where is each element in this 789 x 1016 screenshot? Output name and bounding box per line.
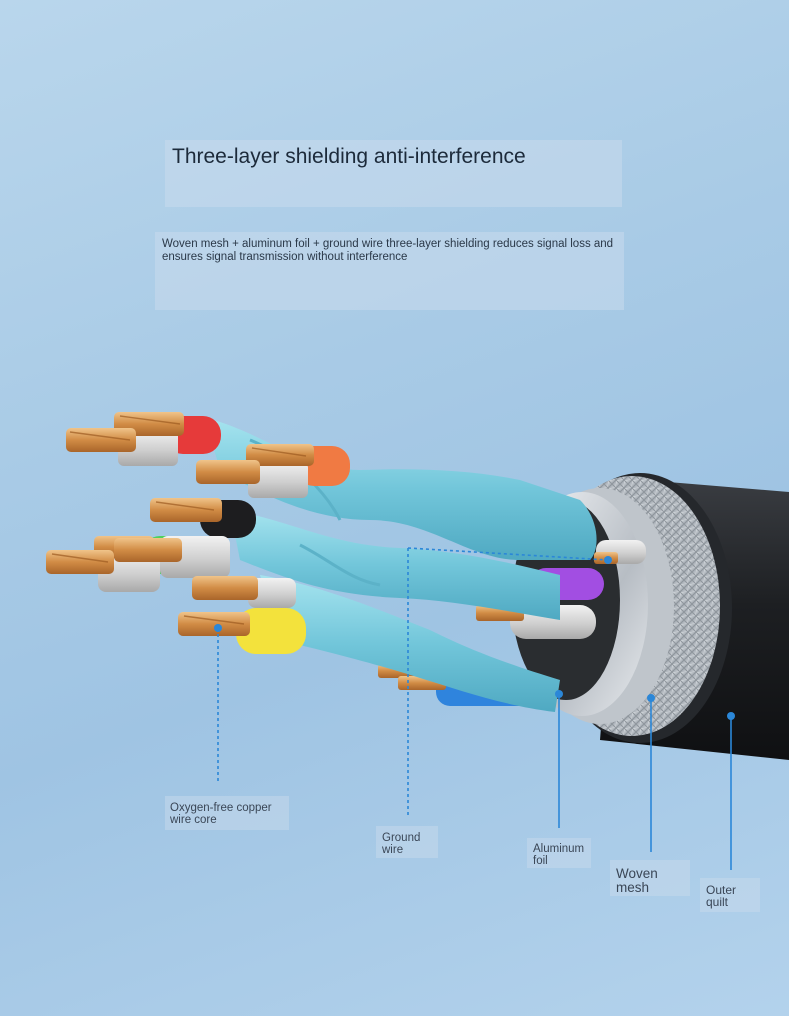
label-woven-mesh: Woven mesh [610,860,690,896]
heading-panel [165,140,622,207]
page-title: Three-layer shielding anti-interference [172,145,526,168]
description-panel [155,232,624,310]
label-copper-core: Oxygen-free copper wire core [165,796,289,830]
label-copper-core-text: Oxygen-free copper wire core [170,802,272,826]
label-aluminum-foil-text: Aluminum foil [533,843,585,867]
twisted-pair-sheaths [205,418,597,712]
label-ground-wire: Ground wire [376,826,438,858]
label-woven-mesh-text: Woven mesh [616,866,658,895]
label-outer-quilt-text: Outer quilt [706,883,737,909]
page-description: Woven mesh + aluminum foil + ground wire… [162,238,614,263]
label-aluminum-foil: Aluminum foil [527,838,591,868]
label-ground-wire-text: Ground wire [382,832,421,856]
copper-strands [46,412,314,636]
callout-dots [214,556,735,720]
label-outer-quilt: Outer quilt [700,878,760,912]
callout-lines [217,547,732,870]
